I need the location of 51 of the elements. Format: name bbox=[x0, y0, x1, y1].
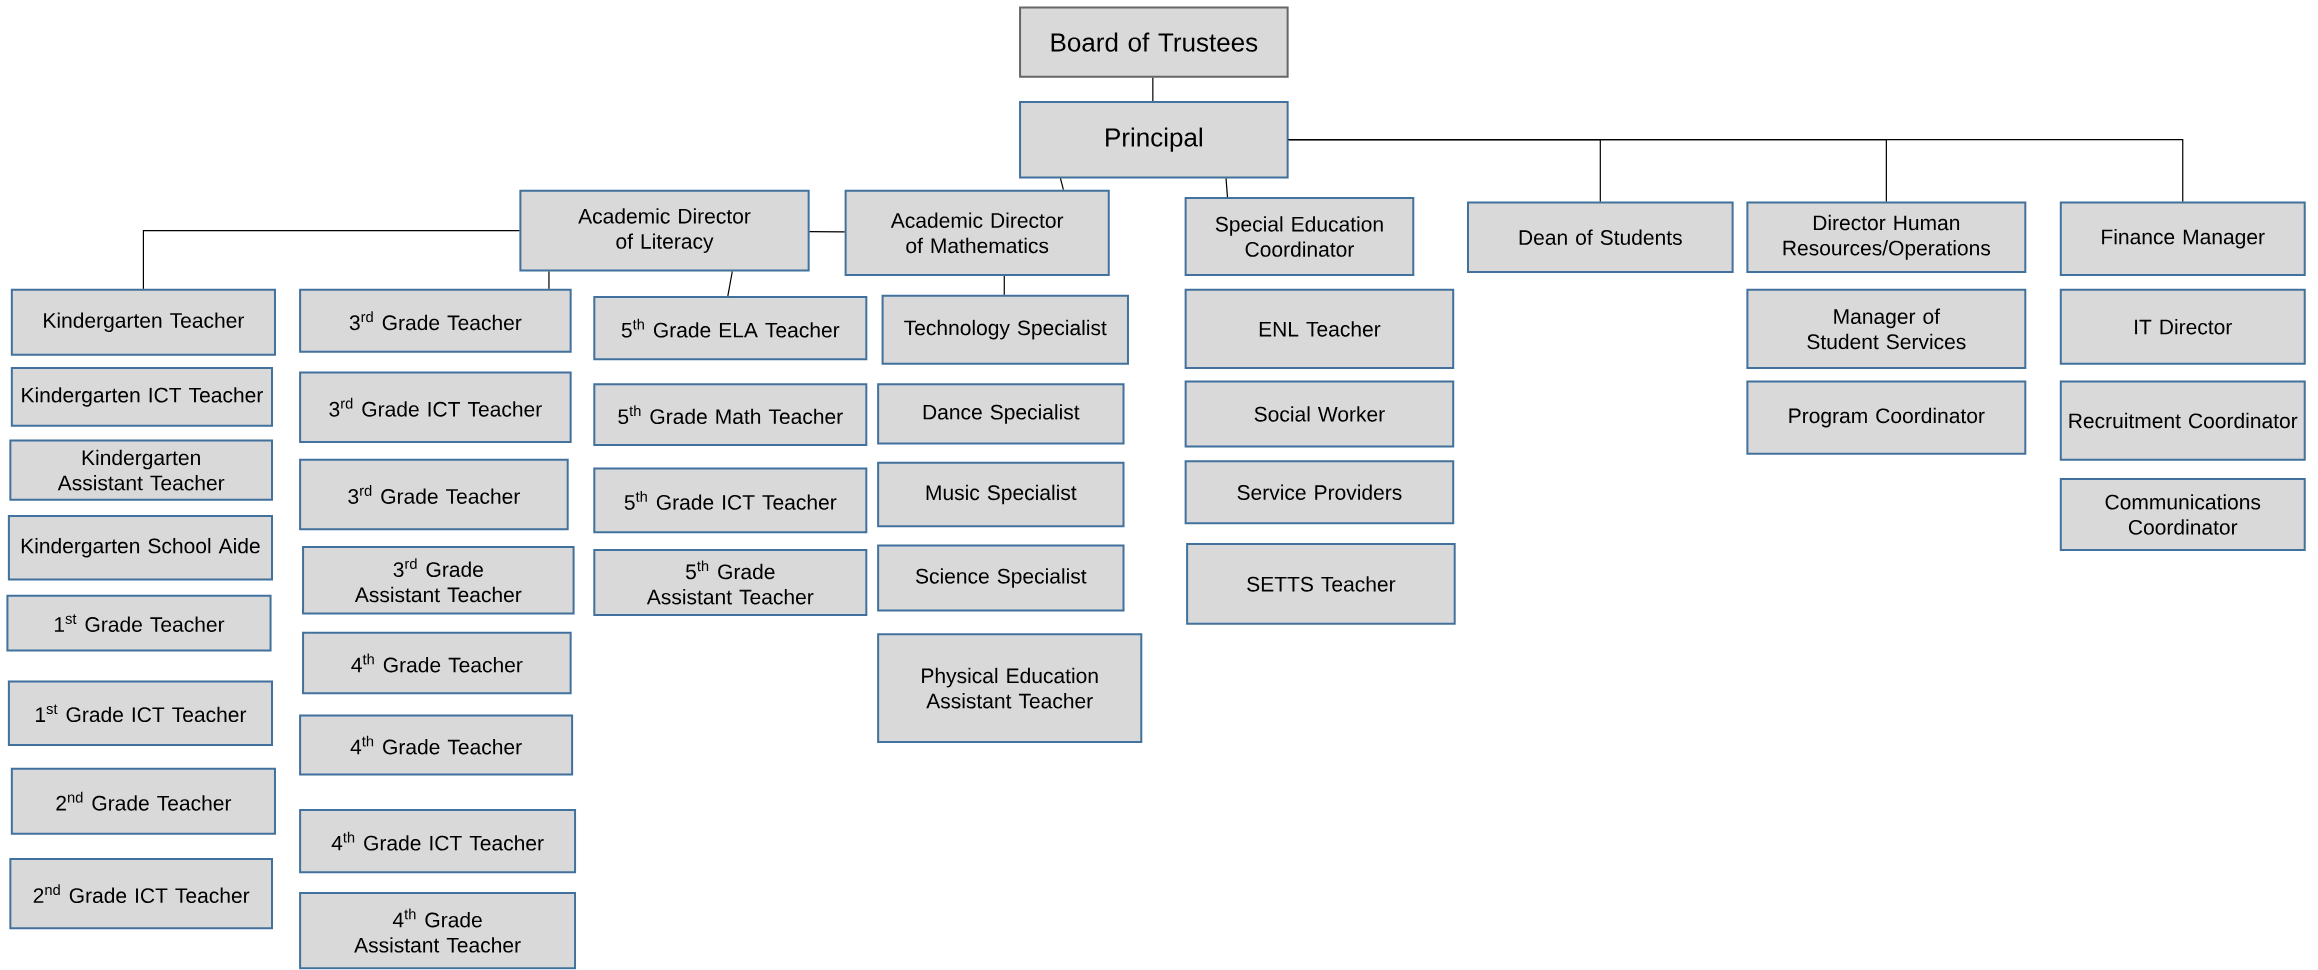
position-box: Board of Trustees bbox=[1019, 6, 1289, 78]
position-box: 3$^{rd}$ Grade Teacher bbox=[299, 288, 572, 353]
position-box: 4$^{th}$ Grade Assistant Teacher bbox=[299, 892, 577, 970]
connector-line bbox=[1288, 139, 2184, 203]
connector-line bbox=[1225, 177, 1229, 198]
position-box: Program Coordinator bbox=[1746, 380, 2027, 455]
position-box: 4$^{th}$ Grade Teacher bbox=[302, 631, 572, 695]
position-box: Technology Specialist bbox=[881, 294, 1129, 365]
position-box: Academic Director of Mathematics bbox=[844, 189, 1110, 277]
position-box: Manager of Student Services bbox=[1746, 288, 2027, 370]
position-box: 4$^{th}$ Grade ICT Teacher bbox=[299, 809, 577, 874]
position-box: Special Education Coordinator bbox=[1184, 197, 1415, 277]
position-box: Science Specialist bbox=[877, 544, 1125, 612]
position-box: Music Specialist bbox=[877, 461, 1125, 528]
position-box: Academic Director of Literacy bbox=[519, 189, 810, 272]
position-box: Kindergarten Assistant Teacher bbox=[9, 439, 273, 501]
position-box: Kindergarten ICT Teacher bbox=[10, 367, 273, 427]
position-box: 2$^{nd}$ Grade Teacher bbox=[10, 767, 276, 835]
connector-line bbox=[1152, 77, 1154, 102]
connector-line bbox=[1003, 275, 1005, 296]
position-box: 1$^{st}$ Grade Teacher bbox=[6, 594, 272, 652]
position-box: Dean of Students bbox=[1467, 201, 1734, 274]
position-box: 5$^{th}$ Grade Math Teacher bbox=[593, 383, 868, 447]
position-box: 3$^{rd}$ Grade Assistant Teacher bbox=[302, 546, 575, 615]
connector-line bbox=[727, 271, 733, 297]
position-box: Recruitment Coordinator bbox=[2059, 380, 2306, 461]
position-box: SETTS Teacher bbox=[1186, 543, 1456, 625]
position-box: Communications Coordinator bbox=[2059, 478, 2306, 552]
connector-line bbox=[809, 231, 846, 233]
position-box: IT Director bbox=[2059, 288, 2306, 365]
position-box: Principal bbox=[1019, 101, 1289, 179]
connector-line bbox=[1059, 177, 1064, 191]
position-box: 1$^{st}$ Grade ICT Teacher bbox=[7, 680, 273, 747]
position-box: Social Worker bbox=[1184, 380, 1455, 448]
position-box: Director Human Resources/Operations bbox=[1746, 201, 2027, 274]
position-box: 4$^{th}$ Grade Teacher bbox=[299, 714, 574, 776]
position-box: Physical Education Assistant Teacher bbox=[877, 633, 1143, 744]
position-box: 5$^{th}$ Grade Assistant Teacher bbox=[593, 549, 868, 617]
connector-line bbox=[548, 271, 550, 290]
position-box: Service Providers bbox=[1184, 460, 1455, 525]
position-box: 5$^{th}$ Grade ICT Teacher bbox=[593, 467, 868, 534]
position-box: 2$^{nd}$ Grade ICT Teacher bbox=[9, 858, 273, 930]
position-box: ENL Teacher bbox=[1184, 288, 1455, 370]
connector-line bbox=[142, 230, 520, 290]
position-box: Kindergarten School Aide bbox=[7, 515, 273, 581]
position-box: 3$^{rd}$ Grade Teacher bbox=[299, 458, 569, 531]
position-box: Finance Manager bbox=[2059, 201, 2306, 277]
position-box: Dance Specialist bbox=[877, 383, 1125, 445]
position-box: 3$^{rd}$ Grade ICT Teacher bbox=[299, 371, 572, 444]
position-box: Kindergarten Teacher bbox=[10, 288, 276, 356]
position-box: 5$^{th}$ Grade ELA Teacher bbox=[593, 296, 868, 361]
